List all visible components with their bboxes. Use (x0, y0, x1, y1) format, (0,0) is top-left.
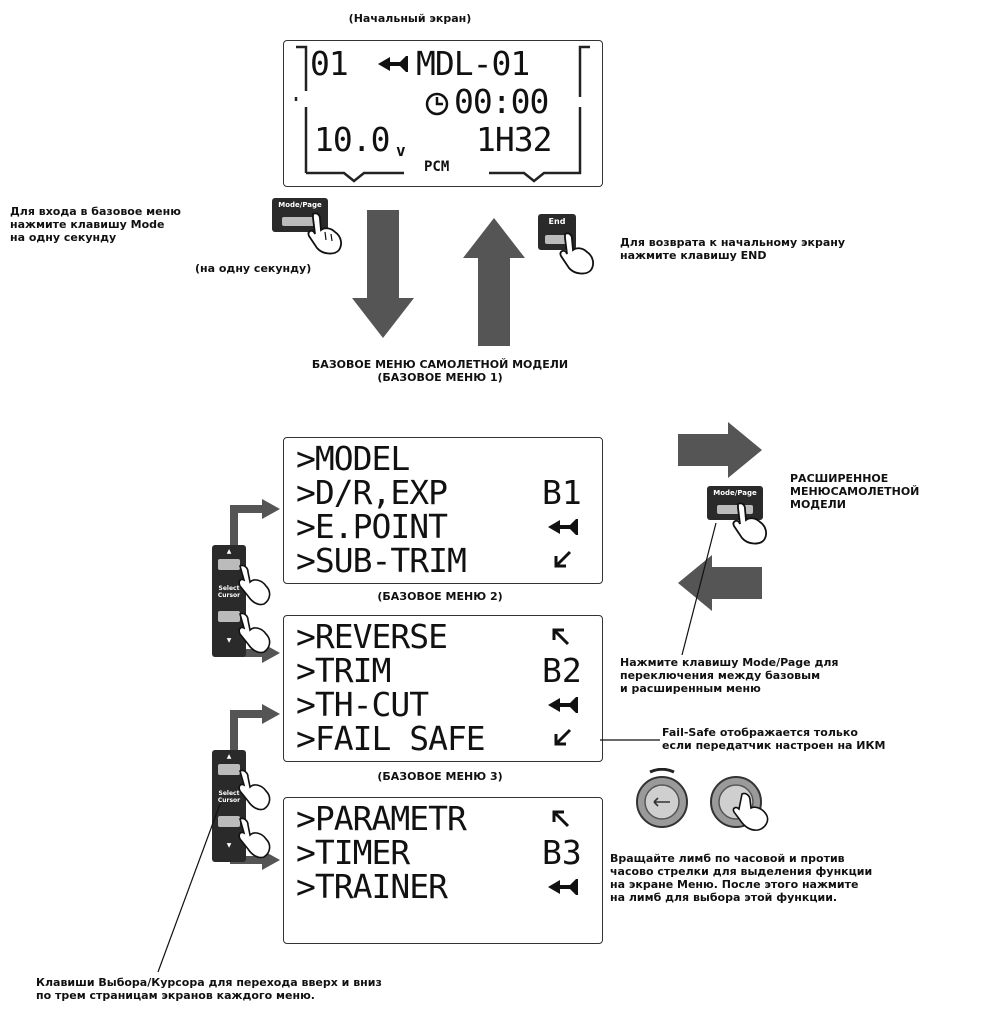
extended-menu-line1: РАСШИРЕННОЕ (790, 472, 889, 485)
enter-menu-line2: нажмите клавишу Mode (10, 218, 165, 231)
airplane-icon (548, 697, 578, 713)
select-key-label: Select Cursor (217, 585, 241, 599)
mode-page-note: Нажмите клавишу Mode/Page для переключен… (620, 656, 838, 695)
select-key-label: Select Cursor (217, 790, 241, 804)
timer-value: 00:00 (454, 82, 549, 121)
select-key-note-line2: по трем страницам экранов каждого меню. (36, 989, 315, 1002)
return-home-instruction: Для возврата к начальному экрану нажмите… (620, 236, 845, 262)
home-screen-caption: (Начальный экран) (348, 12, 472, 25)
mode-page-key-label: Mode/Page (713, 489, 757, 497)
airplane-icon (548, 879, 578, 895)
model-name: MDL-01 (416, 44, 530, 83)
home-screen-frame (294, 45, 590, 183)
dial-note-line3: на экране Меню. После этого нажмите (610, 878, 859, 891)
page-indicator-b2: B2 (542, 651, 582, 690)
fail-safe-note-line2: если передатчик настроен на ИКМ (662, 739, 886, 752)
page-indicator-b3: B3 (542, 833, 582, 872)
down-left-arrow-icon (554, 728, 572, 746)
extended-menu-line2: МЕНЮСАМОЛЕТНОЙ (790, 485, 920, 498)
dial-note: Вращайте лимб по часовой и против часово… (610, 852, 872, 904)
page-indicator-b1: B1 (542, 473, 582, 512)
basic-menu-title-line2: (БАЗОВОЕ МЕНЮ 1) (377, 371, 503, 384)
down-arrow (352, 210, 414, 338)
jog-dial-icon (636, 768, 688, 828)
mode-page-note-line3: и расширенным меню (620, 682, 761, 695)
menu-item-th-cut[interactable]: >TH-CUT (296, 685, 429, 724)
end-key-label: End (548, 217, 566, 226)
select-cursor-key-upper[interactable]: ▲ Select Cursor ▼ (212, 545, 246, 657)
voltage-unit: v (396, 141, 406, 160)
mode-page-key-right[interactable]: Mode/Page (707, 486, 763, 520)
basic-menu-2-screen: >REVERSE >TRIM >TH-CUT >FAIL SAFE B2 (283, 615, 603, 762)
select-cursor-key-lower[interactable]: ▲ Select Cursor ▼ (212, 750, 246, 862)
left-arrow (678, 555, 762, 611)
menu-item-sub-trim[interactable]: >SUB-TRIM (296, 541, 467, 580)
jog-dial-press-icon (710, 776, 769, 831)
up-arrow (463, 218, 525, 346)
basic-menu-title: БАЗОВОЕ МЕНЮ САМОЛЕТНОЙ МОДЕЛИ (БАЗОВОЕ … (240, 358, 640, 384)
return-home-line1: Для возврата к начальному экрану (620, 236, 846, 249)
home-screen: 01 MDL-01 00:00 10.0 v 1H32 PCM (283, 40, 603, 187)
menu-item-trainer[interactable]: >TRAINER (296, 867, 448, 906)
callout-lines (600, 522, 717, 741)
enter-menu-line1: Для входа в базовое меню (10, 205, 181, 218)
pressing-hand-icon (238, 564, 271, 654)
mode-page-key-label: Mode/Page (278, 201, 322, 209)
menu-item-parametr[interactable]: >PARAMETR (296, 799, 467, 838)
select-key-callout (157, 803, 221, 973)
return-home-line2: нажмите клавишу END (620, 249, 767, 262)
clock-icon (425, 92, 449, 116)
dial-note-line2: часово стрелки для выделения функции (610, 865, 873, 878)
menu-item-model[interactable]: >MODEL (296, 439, 410, 478)
basic-menu-title-line1: БАЗОВОЕ МЕНЮ САМОЛЕТНОЙ МОДЕЛИ (311, 358, 569, 371)
airplane-icon (378, 56, 408, 72)
battery-voltage: 10.0 (314, 120, 390, 159)
mode-page-note-line2: переключения между базовым (620, 669, 821, 682)
extended-menu-line3: МОДЕЛИ (790, 498, 846, 511)
fail-safe-note: Fail-Safe отображается только если перед… (662, 726, 885, 752)
enter-menu-instruction: Для входа в базовое меню нажмите клавишу… (10, 205, 181, 244)
basic-menu-1-screen: >MODEL >D/R,EXP >E.POINT >SUB-TRIM B1 (283, 437, 603, 584)
pressing-hand-icon (559, 232, 594, 275)
select-key-note: Клавиши Выбора/Курсора для перехода ввер… (36, 976, 382, 1002)
menu-item-reverse[interactable]: >REVERSE (296, 617, 448, 656)
select-key-note-line1: Клавиши Выбора/Курсора для перехода ввер… (36, 976, 382, 989)
down-left-arrow-icon (554, 550, 572, 568)
menu-item-timer[interactable]: >TIMER (296, 833, 410, 872)
right-arrow (678, 422, 762, 478)
pressing-hand-icon (307, 212, 342, 255)
up-left-arrow-icon (552, 628, 570, 646)
basic-menu-2-caption: (БАЗОВОЕ МЕНЮ 2) (377, 590, 503, 603)
up-left-arrow-icon (552, 810, 570, 828)
basic-menu-3-caption: (БАЗОВОЕ МЕНЮ 3) (377, 770, 503, 783)
pressing-hand-icon (732, 502, 767, 545)
menu-item-dr-exp[interactable]: >D/R,EXP (296, 473, 448, 512)
enter-menu-line3: на одну секунду (10, 231, 117, 244)
dial-note-line1: Вращайте лимб по часовой и против (610, 852, 845, 865)
model-number: 01 (310, 44, 349, 83)
menu-item-e-point[interactable]: >E.POINT (296, 507, 448, 546)
mode-page-note-line1: Нажмите клавишу Mode/Page для (620, 656, 839, 669)
airplane-icon (548, 519, 578, 535)
modulation-label: PCM (424, 159, 450, 175)
dial-note-line4: на лимб для выбора этой функции. (610, 891, 838, 904)
timer-hours: 1H32 (476, 120, 552, 159)
basic-menu-3-screen: >PARAMETR >TIMER >TRAINER B3 (283, 797, 603, 944)
one-second-note: (на одну секунду) (195, 262, 312, 275)
pressing-hand-icon (238, 769, 271, 859)
extended-menu-label: РАСШИРЕННОЕ МЕНЮСАМОЛЕТНОЙ МОДЕЛИ (790, 472, 919, 511)
jog-dials (636, 768, 769, 831)
menu-item-fail-safe[interactable]: >FAIL SAFE (296, 719, 486, 758)
fail-safe-note-line1: Fail-Safe отображается только (662, 726, 858, 739)
menu-item-trim[interactable]: >TRIM (296, 651, 391, 690)
